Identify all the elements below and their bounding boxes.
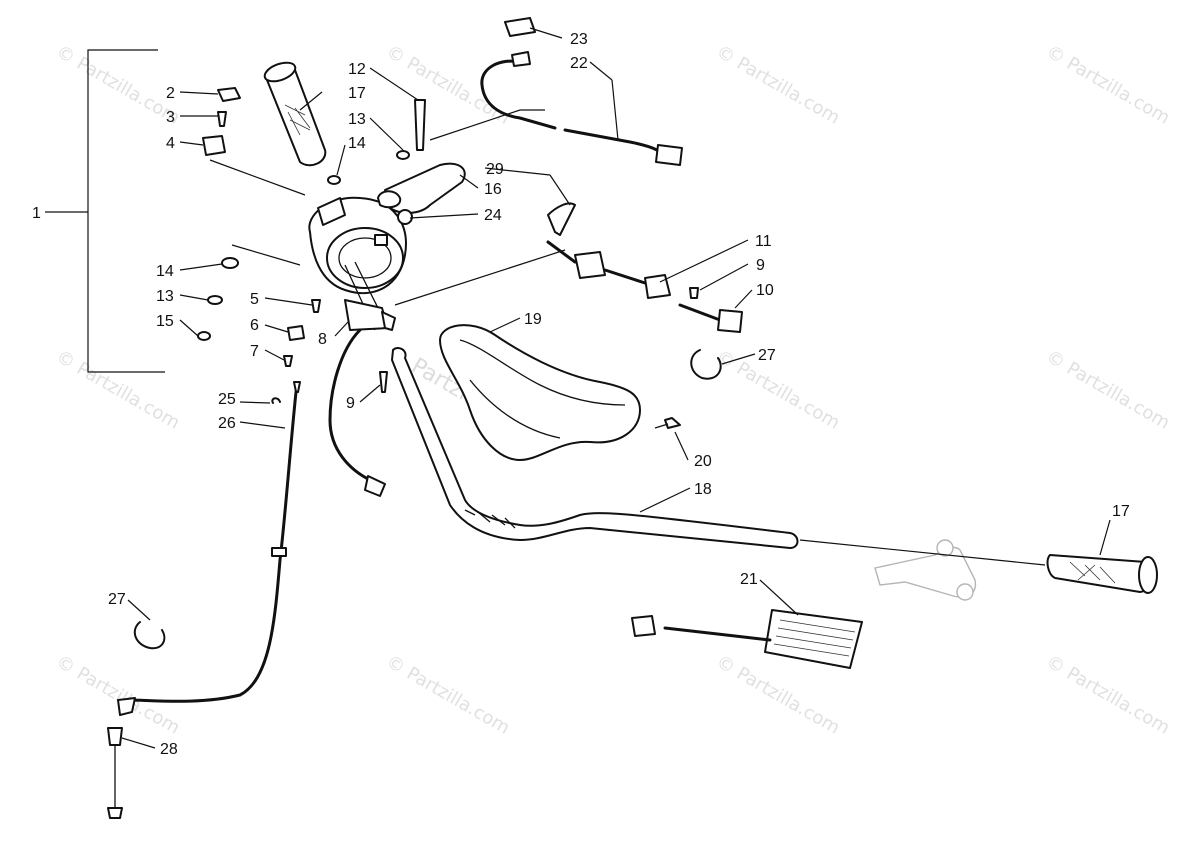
callout-5: 5 xyxy=(250,291,259,308)
callout-28: 28 xyxy=(160,741,178,758)
callout-24: 24 xyxy=(484,207,502,224)
hose-clamp xyxy=(690,349,722,380)
callout-16: 16 xyxy=(484,181,502,198)
callout-19: 19 xyxy=(524,311,542,328)
callout-13: 13 xyxy=(348,111,366,128)
callout-labels: 1 2 3 4 5 6 7 8 9 9 10 11 12 13 13 14 14… xyxy=(32,31,1130,758)
right-control-ghost xyxy=(874,539,977,601)
callout-11: 11 xyxy=(755,233,772,250)
handlebar xyxy=(391,347,799,549)
callout-8: 8 xyxy=(318,331,327,348)
callout-27: 27 xyxy=(108,591,126,608)
callout-25: 25 xyxy=(218,391,236,408)
watermark: © Partzilla.com xyxy=(53,651,184,739)
callout-7: 7 xyxy=(250,343,259,360)
throttle-cable xyxy=(107,381,301,819)
callout-9: 9 xyxy=(756,257,765,274)
watermark: © Partzilla.com xyxy=(713,41,844,129)
callout-6: 6 xyxy=(250,317,259,334)
callout-4: 4 xyxy=(166,135,175,152)
watermark: © Partzilla.com xyxy=(383,651,514,739)
callout-13: 13 xyxy=(156,288,174,305)
callout-17: 17 xyxy=(1112,503,1130,520)
watermark: © Partzilla.com xyxy=(1043,651,1174,739)
spring-clip xyxy=(547,202,576,236)
watermark: © Partzilla.com xyxy=(1043,41,1174,129)
screw xyxy=(664,417,681,429)
heater-wire xyxy=(480,17,683,166)
callout-26: 26 xyxy=(218,415,236,432)
callout-2: 2 xyxy=(166,85,175,102)
callout-18: 18 xyxy=(694,481,712,498)
leader-lines xyxy=(121,27,1111,749)
callout-1: 1 xyxy=(32,205,41,222)
callout-23: 23 xyxy=(570,31,588,48)
watermark: © Partzilla.com xyxy=(53,41,184,129)
callout-15: 15 xyxy=(156,313,174,330)
throttle-switch xyxy=(344,299,396,331)
callout-3: 3 xyxy=(166,109,175,126)
callout-17: 17 xyxy=(348,85,366,102)
watermark: © Partzilla.com xyxy=(53,346,184,434)
callout-20: 20 xyxy=(694,453,712,470)
callout-27: 27 xyxy=(758,347,776,364)
watermark: © Partzilla.com xyxy=(383,41,514,129)
watermark: © Partzilla.com xyxy=(1043,346,1174,434)
hose-clamp xyxy=(133,621,166,650)
callout-21: 21 xyxy=(740,571,758,588)
callout-9: 9 xyxy=(346,395,355,412)
watermark: © Partzilla.com xyxy=(713,346,844,434)
left-grip xyxy=(263,61,327,167)
callout-14: 14 xyxy=(348,135,366,152)
throttle-lever xyxy=(377,162,466,225)
watermark: © Partzilla.com xyxy=(713,651,844,739)
connector-assembly xyxy=(546,240,743,333)
callout-29: 29 xyxy=(486,161,504,178)
callout-22: 22 xyxy=(570,55,588,72)
throttle-housing xyxy=(308,196,407,331)
assembly-bracket xyxy=(45,49,165,373)
callout-10: 10 xyxy=(756,282,774,299)
small-hardware xyxy=(197,87,426,404)
handlebar-pad xyxy=(439,324,641,461)
grip-heater-element xyxy=(631,609,863,669)
switch-wire xyxy=(328,328,372,482)
callout-14: 14 xyxy=(156,263,174,280)
right-grip xyxy=(1046,554,1158,594)
callout-12: 12 xyxy=(348,61,366,78)
